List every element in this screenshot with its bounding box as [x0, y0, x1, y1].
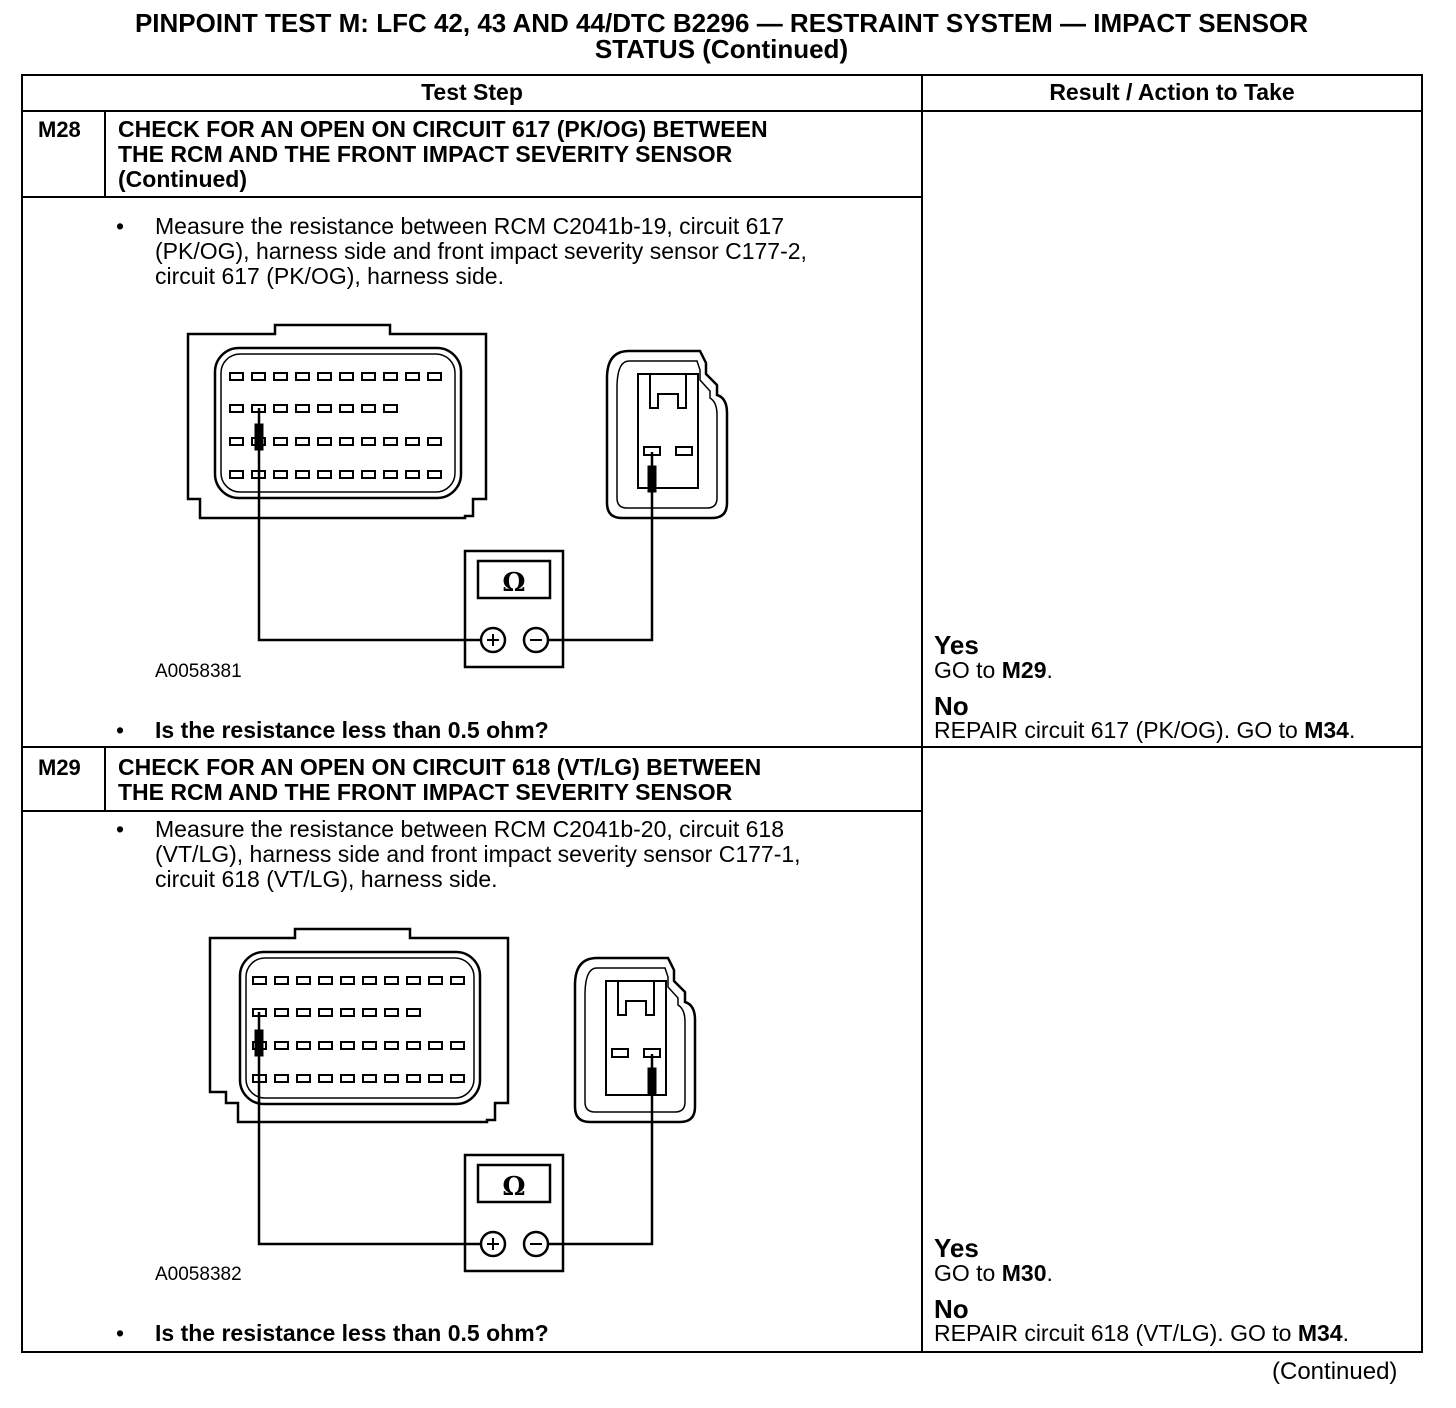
rcm-connector-body: [208, 927, 510, 1124]
instruction-line-2: (VT/LG), harness side and front impact s…: [155, 841, 801, 867]
rcm-connector-face: [238, 950, 482, 1106]
no-action: REPAIR circuit 617 (PK/OG). GO to M34.: [934, 717, 1356, 743]
table-border-top: [22, 74, 1423, 76]
step-heading-line-1: CHECK FOR AN OPEN ON CIRCUIT 617 (PK/OG)…: [118, 116, 768, 142]
no-action: REPAIR circuit 618 (VT/LG). GO to M34.: [934, 1320, 1349, 1346]
instruction-line-3: circuit 617 (PK/OG), harness side.: [155, 263, 504, 289]
row-divider: [22, 746, 1423, 748]
page-title: PINPOINT TEST M: LFC 42, 43 AND 44/DTC B…: [0, 10, 1443, 62]
ohmmeter-body: [463, 549, 565, 669]
negative-terminal: [522, 626, 550, 654]
page-title-line-1: PINPOINT TEST M: LFC 42, 43 AND 44/DTC B…: [134, 8, 1309, 38]
table-border-bottom: [22, 1351, 1423, 1353]
rcm-connector-body: [186, 323, 488, 520]
sensor-connector-body: [573, 956, 697, 1124]
wiring-diagram: Ω: [186, 323, 729, 669]
negative-lead: [549, 1054, 654, 1246]
m28-heading-divider: [104, 196, 922, 198]
sensor-connector-body: [605, 349, 729, 520]
step-heading-line-2: THE RCM AND THE FRONT IMPACT SEVERITY SE…: [118, 141, 733, 167]
positive-lead: [257, 408, 481, 642]
figure-id: A0058381: [155, 661, 242, 682]
positive-terminal: [479, 626, 507, 654]
step-id: M28: [38, 117, 81, 142]
header-result-action: Result / Action to Take: [1049, 79, 1295, 105]
step-id: M29: [38, 755, 81, 780]
m29-id-separator: [104, 746, 106, 811]
yes-label: Yes: [934, 630, 979, 660]
step-question: Is the resistance less than 0.5 ohm?: [155, 717, 549, 743]
yes-label: Yes: [934, 1233, 979, 1263]
page-title-line-2: STATUS (Continued): [594, 34, 849, 64]
instruction-line-2: (PK/OG), harness side and front impact s…: [155, 238, 807, 264]
bullet-icon: •: [116, 717, 125, 743]
column-divider: [921, 74, 923, 1353]
wiring-diagram: Ω: [208, 927, 697, 1273]
m29-heading-divider: [104, 810, 922, 812]
figure-id: A0058382: [155, 1264, 242, 1285]
plus-icon: [487, 634, 499, 646]
negative-lead: [549, 452, 654, 642]
instruction-line-3: circuit 618 (VT/LG), harness side.: [155, 866, 498, 892]
rcm-connector-face-inner: [245, 957, 475, 1099]
step-question: Is the resistance less than 0.5 ohm?: [155, 1320, 549, 1346]
ohmmeter-display: [476, 559, 552, 600]
positive-lead: [257, 1012, 481, 1246]
ohm-symbol: Ω: [502, 1172, 525, 1202]
m28-id-divider: [22, 196, 106, 198]
step-heading-line-3: (Continued): [118, 166, 248, 192]
no-target-link[interactable]: M34: [1297, 1320, 1343, 1346]
plus-icon: [487, 1238, 499, 1250]
no-label: No: [934, 1294, 969, 1324]
ohmmeter-display: [476, 1163, 552, 1204]
rcm-connector-face-inner: [220, 353, 456, 493]
bullet-icon: •: [116, 213, 125, 239]
positive-terminal: [479, 1230, 507, 1258]
step-heading-line-2: THE RCM AND THE FRONT IMPACT SEVERITY SE…: [118, 779, 733, 805]
m29-id-divider: [22, 810, 106, 812]
table-border-right: [1421, 74, 1423, 1353]
continued-footer: (Continued): [1272, 1358, 1398, 1385]
yes-action: GO to M30.: [934, 1260, 1053, 1286]
instruction-line-1: Measure the resistance between RCM C2041…: [155, 213, 784, 239]
negative-terminal: [522, 1230, 550, 1258]
ohm-symbol: Ω: [502, 568, 525, 598]
rcm-connector-face: [213, 346, 463, 500]
yes-target-link[interactable]: M29: [1001, 657, 1047, 683]
step-heading-line-1: CHECK FOR AN OPEN ON CIRCUIT 618 (VT/LG)…: [118, 754, 762, 780]
yes-action: GO to M29.: [934, 657, 1053, 683]
no-target-link[interactable]: M34: [1304, 717, 1349, 743]
ohmmeter-body: [463, 1153, 565, 1273]
m28-id-separator: [104, 110, 106, 197]
bullet-icon: •: [116, 1320, 125, 1346]
table-border-left: [21, 74, 23, 1353]
header-test-step: Test Step: [421, 79, 523, 105]
yes-target-link[interactable]: M30: [1001, 1260, 1047, 1286]
bullet-icon: •: [116, 816, 125, 842]
header-divider: [22, 110, 1423, 112]
no-label: No: [934, 691, 969, 721]
instruction-line-1: Measure the resistance between RCM C2041…: [155, 816, 784, 842]
